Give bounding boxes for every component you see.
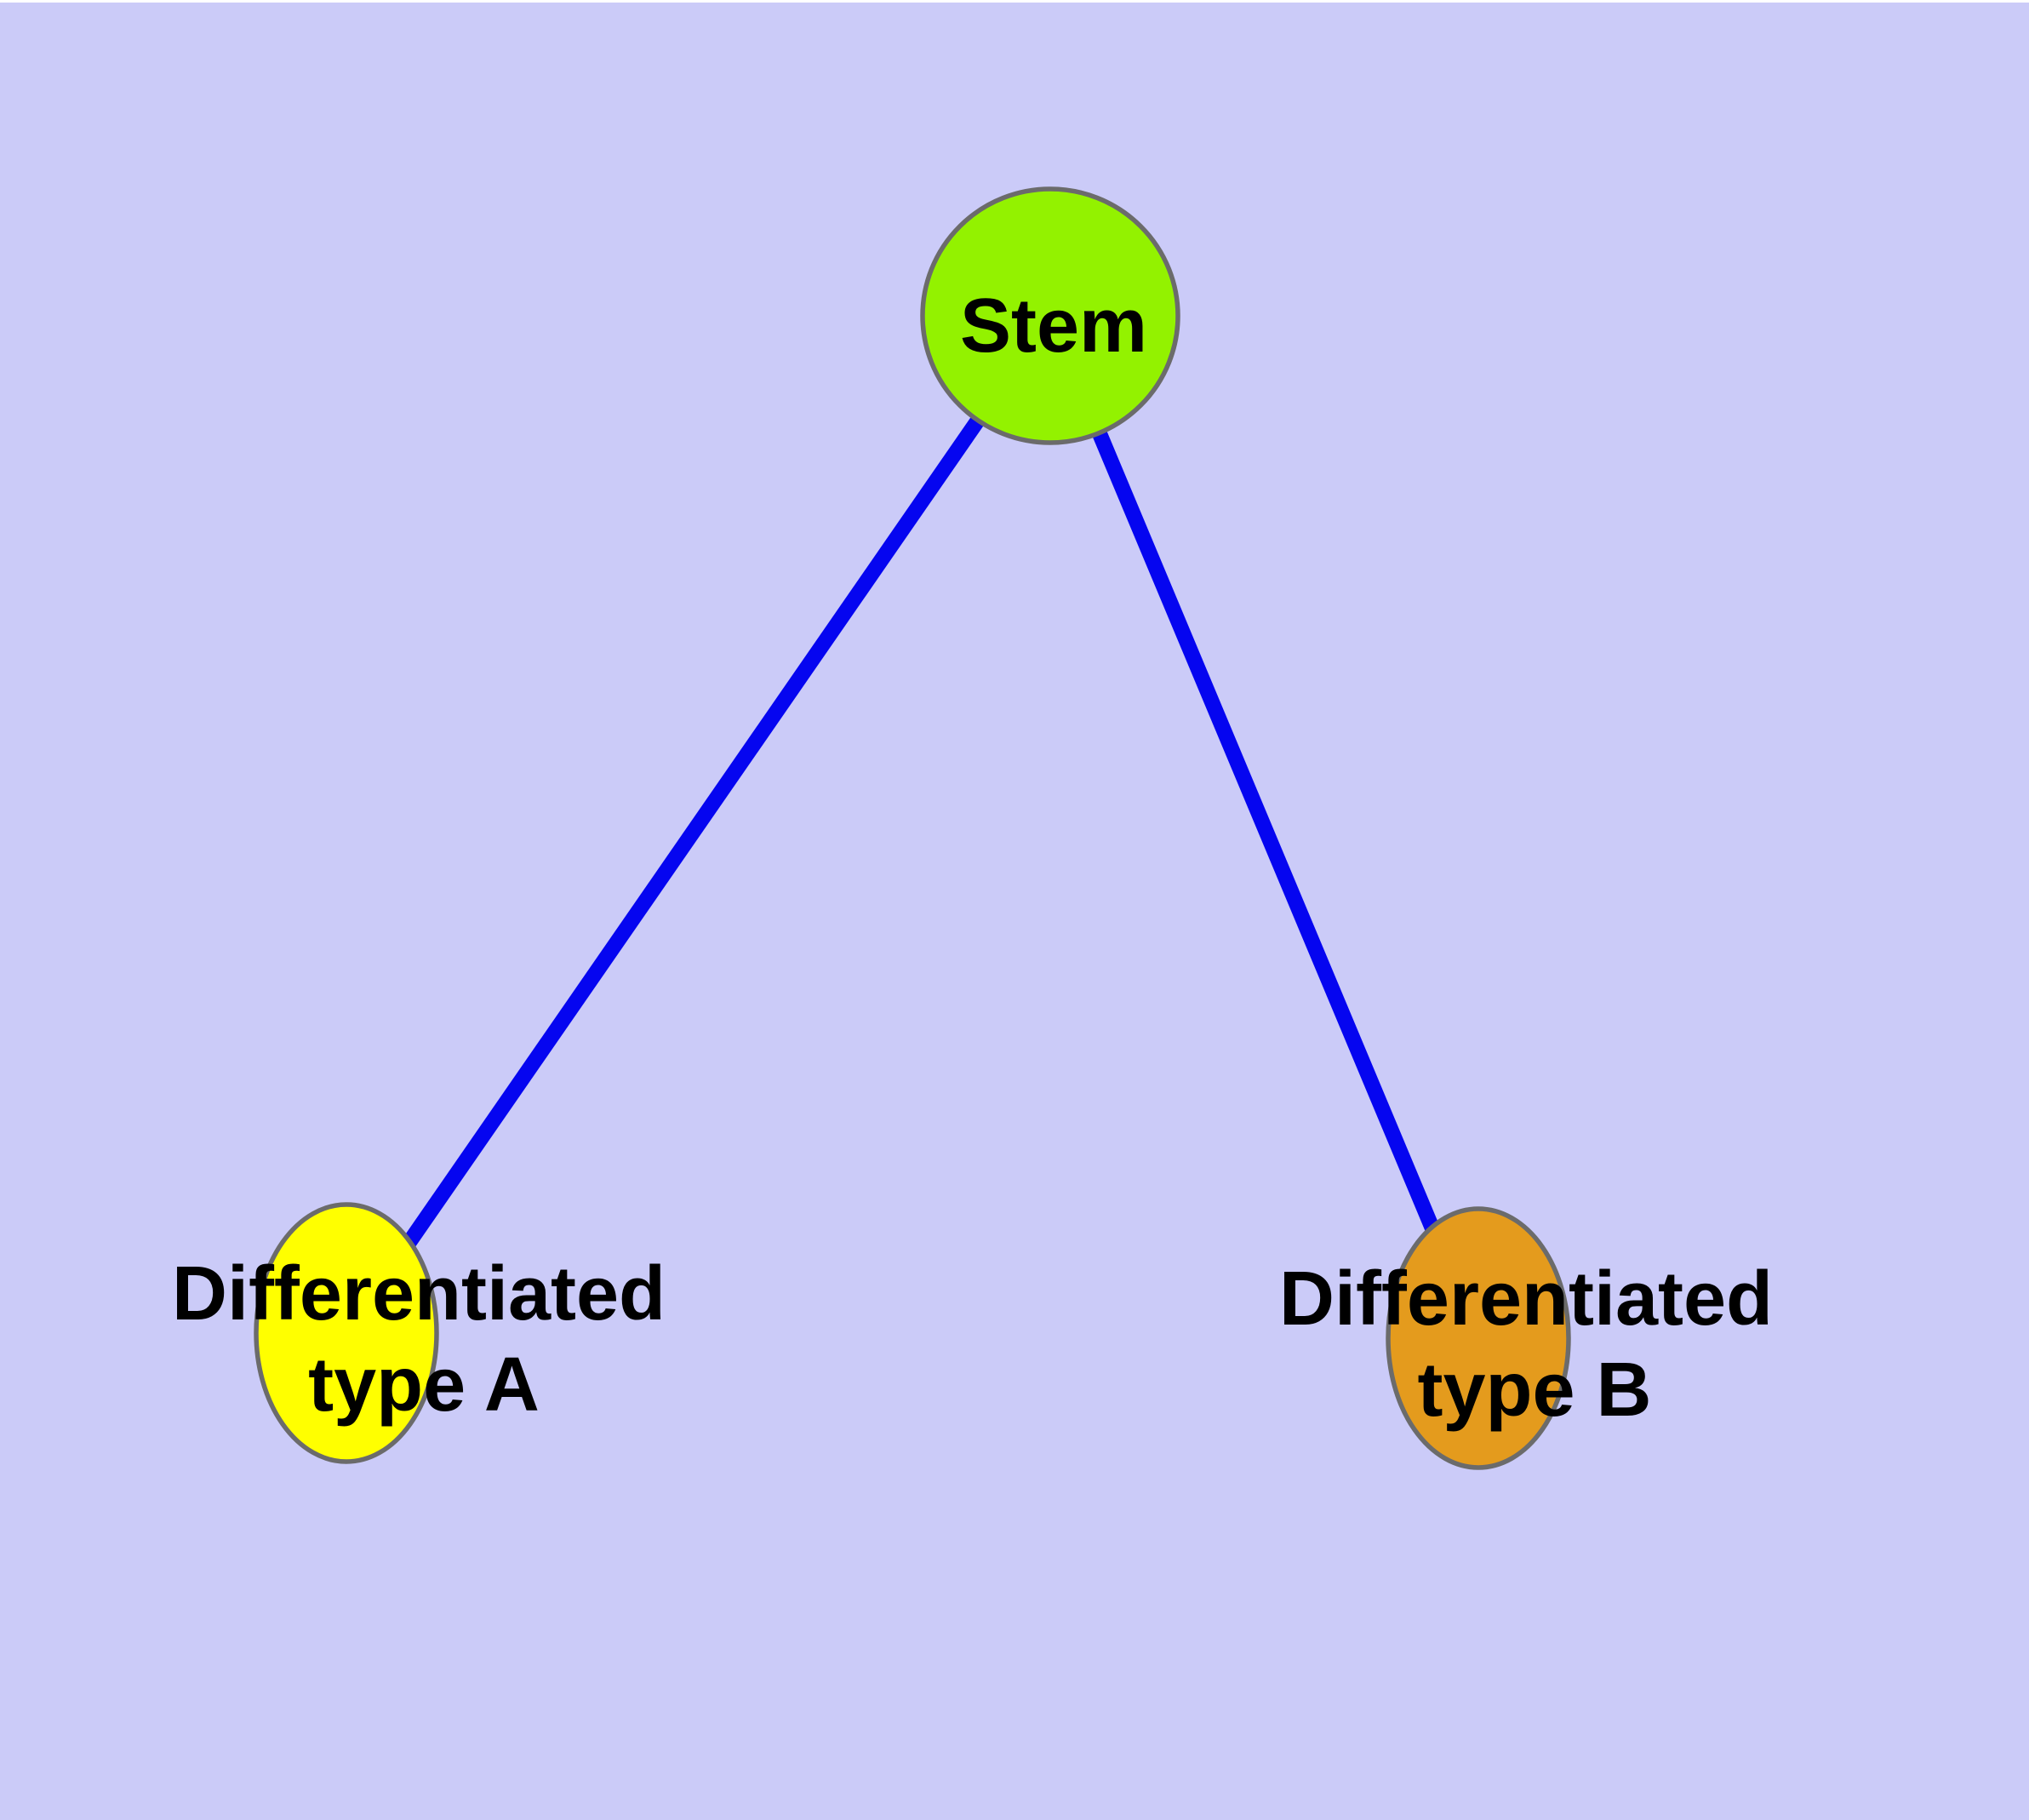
- stem-node: Stem: [920, 186, 1180, 445]
- type-a-node: Differentiated type A: [172, 1202, 666, 1464]
- type-b-node-circle: [1386, 1206, 1571, 1470]
- type-a-node-label-line2: type A: [308, 1342, 540, 1428]
- type-a-node-circle: [254, 1202, 439, 1464]
- type-b-node-label-line1: Differentiated: [1279, 1256, 1773, 1342]
- stem-node-label: Stem: [960, 283, 1147, 369]
- edge-stem-to-type-a: [340, 311, 1057, 1338]
- type-a-node-label-line1: Differentiated: [172, 1251, 666, 1336]
- stem-node-circle: [920, 186, 1180, 445]
- edge-stem-to-type-b: [1043, 312, 1486, 1342]
- type-b-node: Differentiated type B: [1279, 1206, 1773, 1470]
- type-b-node-label-line2: type B: [1417, 1348, 1651, 1433]
